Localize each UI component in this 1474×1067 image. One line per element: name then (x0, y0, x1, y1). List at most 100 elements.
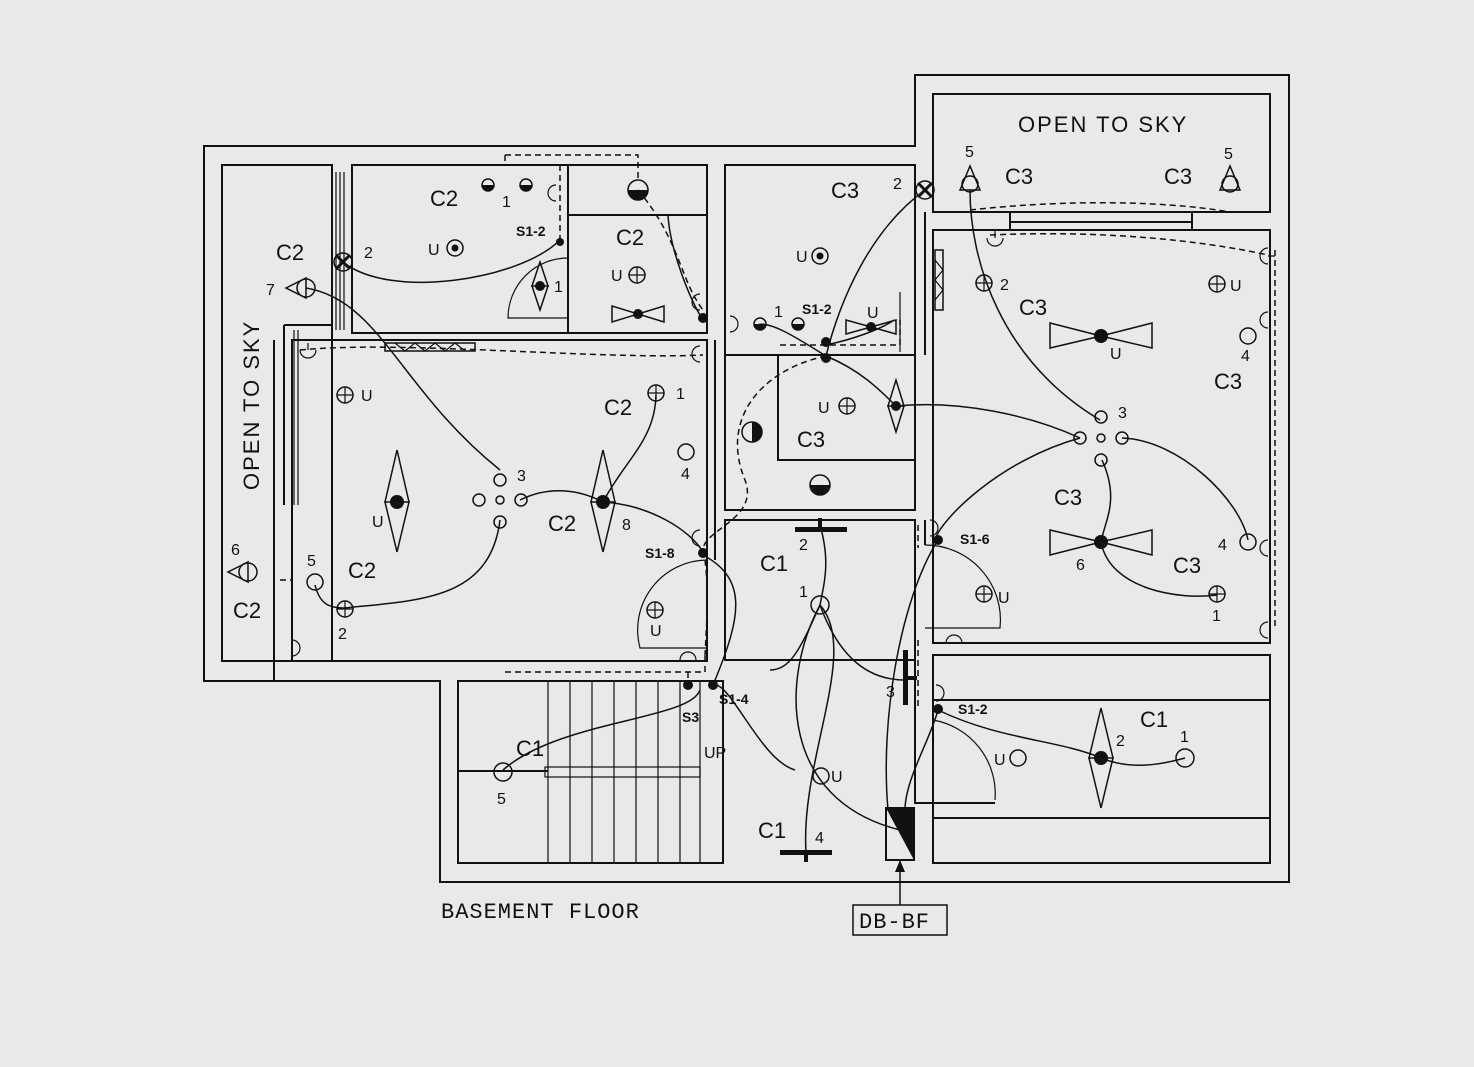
point-number: 6 (231, 542, 240, 559)
db-label-box: DB-BF (852, 904, 948, 936)
marker-u: U (1110, 346, 1122, 363)
marker-u: U (650, 623, 662, 640)
marker-u: U (361, 388, 373, 405)
circuit-label: C2 (233, 598, 261, 623)
marker-u: U (831, 769, 843, 786)
circuit-label: C1 (1140, 707, 1168, 732)
point-number: 1 (774, 304, 783, 321)
point-number: 5 (307, 553, 316, 570)
circuit-label: C3 (1019, 295, 1047, 320)
circuit-label: C3 (831, 178, 859, 203)
point-number: 2 (1116, 733, 1125, 750)
light-strip-icon (384, 249, 944, 352)
marker-u: U (372, 514, 384, 531)
power-socket-icon (446, 239, 829, 265)
circuit-label: C1 (760, 551, 788, 576)
point-number: 4 (815, 830, 824, 847)
point-number: 5 (1224, 146, 1233, 163)
point-number: 3 (517, 468, 526, 485)
marker-u: U (611, 268, 623, 285)
point-number: 5 (497, 791, 506, 808)
open-to-sky-label: OPEN TO SKY (239, 320, 264, 490)
point-number: 4 (681, 466, 690, 483)
bracket-light-icon (481, 178, 831, 496)
switch-label: S1-6 (960, 531, 990, 547)
circuit-label: C2 (604, 395, 632, 420)
marker-u: U (428, 242, 440, 259)
wiring (305, 189, 1249, 853)
switch-label: S1-2 (802, 301, 832, 317)
switch-label: S1-2 (516, 223, 546, 239)
fixtures (226, 164, 1275, 905)
ceiling-fan-icon (1088, 707, 1114, 809)
circuit-label: C2 (616, 225, 644, 250)
circuit-label: C3 (1005, 164, 1033, 189)
point-numbers: 1 2 7 1 1 4 3 8 6 5 2 1 2 5 5 2 4 3 4 6 … (231, 144, 1250, 847)
ceiling-fan-icon (1049, 322, 1153, 349)
wall-socket-mark (291, 184, 1275, 702)
point-number: 8 (622, 517, 631, 534)
switch-label: S1-4 (719, 691, 749, 707)
circuit-label: C1 (758, 818, 786, 843)
point-number: 1 (676, 386, 685, 403)
junction-box-icon (472, 473, 528, 529)
point-number: 1 (1212, 608, 1221, 625)
stair-up-label: UP (704, 745, 726, 762)
point-number: 5 (965, 144, 974, 161)
point-number: 7 (266, 282, 275, 299)
circuit-label: C3 (1173, 553, 1201, 578)
tube-light-icon (780, 518, 917, 862)
exhaust-fan-icon (611, 304, 665, 324)
marker-u: U (867, 305, 879, 322)
marker-labels: U U U U U U U U U U U U U UP (361, 242, 1242, 786)
point-number: 2 (364, 245, 373, 262)
point-number: 2 (1000, 277, 1009, 294)
circuit-label: C2 (548, 511, 576, 536)
ceiling-fan-icon (1049, 529, 1153, 556)
marker-u: U (818, 400, 830, 417)
exhaust-fan-icon (530, 259, 550, 313)
point-number: 3 (886, 684, 895, 701)
circuit-labels: C2 C2 C2 C2 C2 C2 C2 C3 C3 C3 C3 C3 C3 C… (233, 164, 1242, 843)
point-number: 6 (1076, 557, 1085, 574)
light-point-icon (306, 327, 1257, 785)
switch-board-icon (556, 238, 943, 714)
point-number: 2 (799, 537, 808, 554)
circuit-label: C2 (276, 240, 304, 265)
circuit-label: C3 (1054, 485, 1082, 510)
exhaust-fan-icon (845, 319, 897, 335)
open-to-sky-label: OPEN TO SKY (1018, 112, 1188, 137)
marker-u: U (796, 249, 808, 266)
point-number: 1 (1180, 729, 1189, 746)
circuit-label: C3 (1164, 164, 1192, 189)
point-number: 2 (338, 626, 347, 643)
point-number: 4 (1241, 348, 1250, 365)
bell-push-icon (333, 180, 935, 272)
wall-lamp-icon (226, 164, 1242, 584)
ceiling-fan-icon (590, 449, 616, 553)
drawing-title: BASEMENT FLOOR (441, 900, 640, 925)
junction-box-icon (1073, 410, 1129, 467)
marker-u: U (994, 752, 1006, 769)
point-number: 1 (799, 584, 808, 601)
point-number: 2 (893, 176, 902, 193)
dashed-wiring (280, 154, 1276, 710)
circuit-label: C1 (516, 736, 544, 761)
switch-label: S1-2 (958, 701, 988, 717)
switch-labels: S1-2 S1-2 S1-8 S1-4 S3 S1-6 S1-2 (516, 223, 990, 725)
marker-u: U (998, 590, 1010, 607)
switch-label: S3 (682, 709, 699, 725)
marker-u: U (1230, 278, 1242, 295)
exhaust-fan-icon (886, 377, 906, 435)
socket-icon (336, 266, 1226, 619)
point-number: 3 (1118, 405, 1127, 422)
stair-treads (544, 681, 701, 863)
distribution-board-icon (885, 807, 915, 905)
circuit-label: C2 (348, 558, 376, 583)
point-number: 1 (554, 279, 563, 296)
walls (203, 74, 1290, 883)
ceiling-fan-icon (384, 449, 410, 553)
point-number: 4 (1218, 537, 1227, 554)
circuit-label: C3 (1214, 369, 1242, 394)
circuit-label: C3 (797, 427, 825, 452)
